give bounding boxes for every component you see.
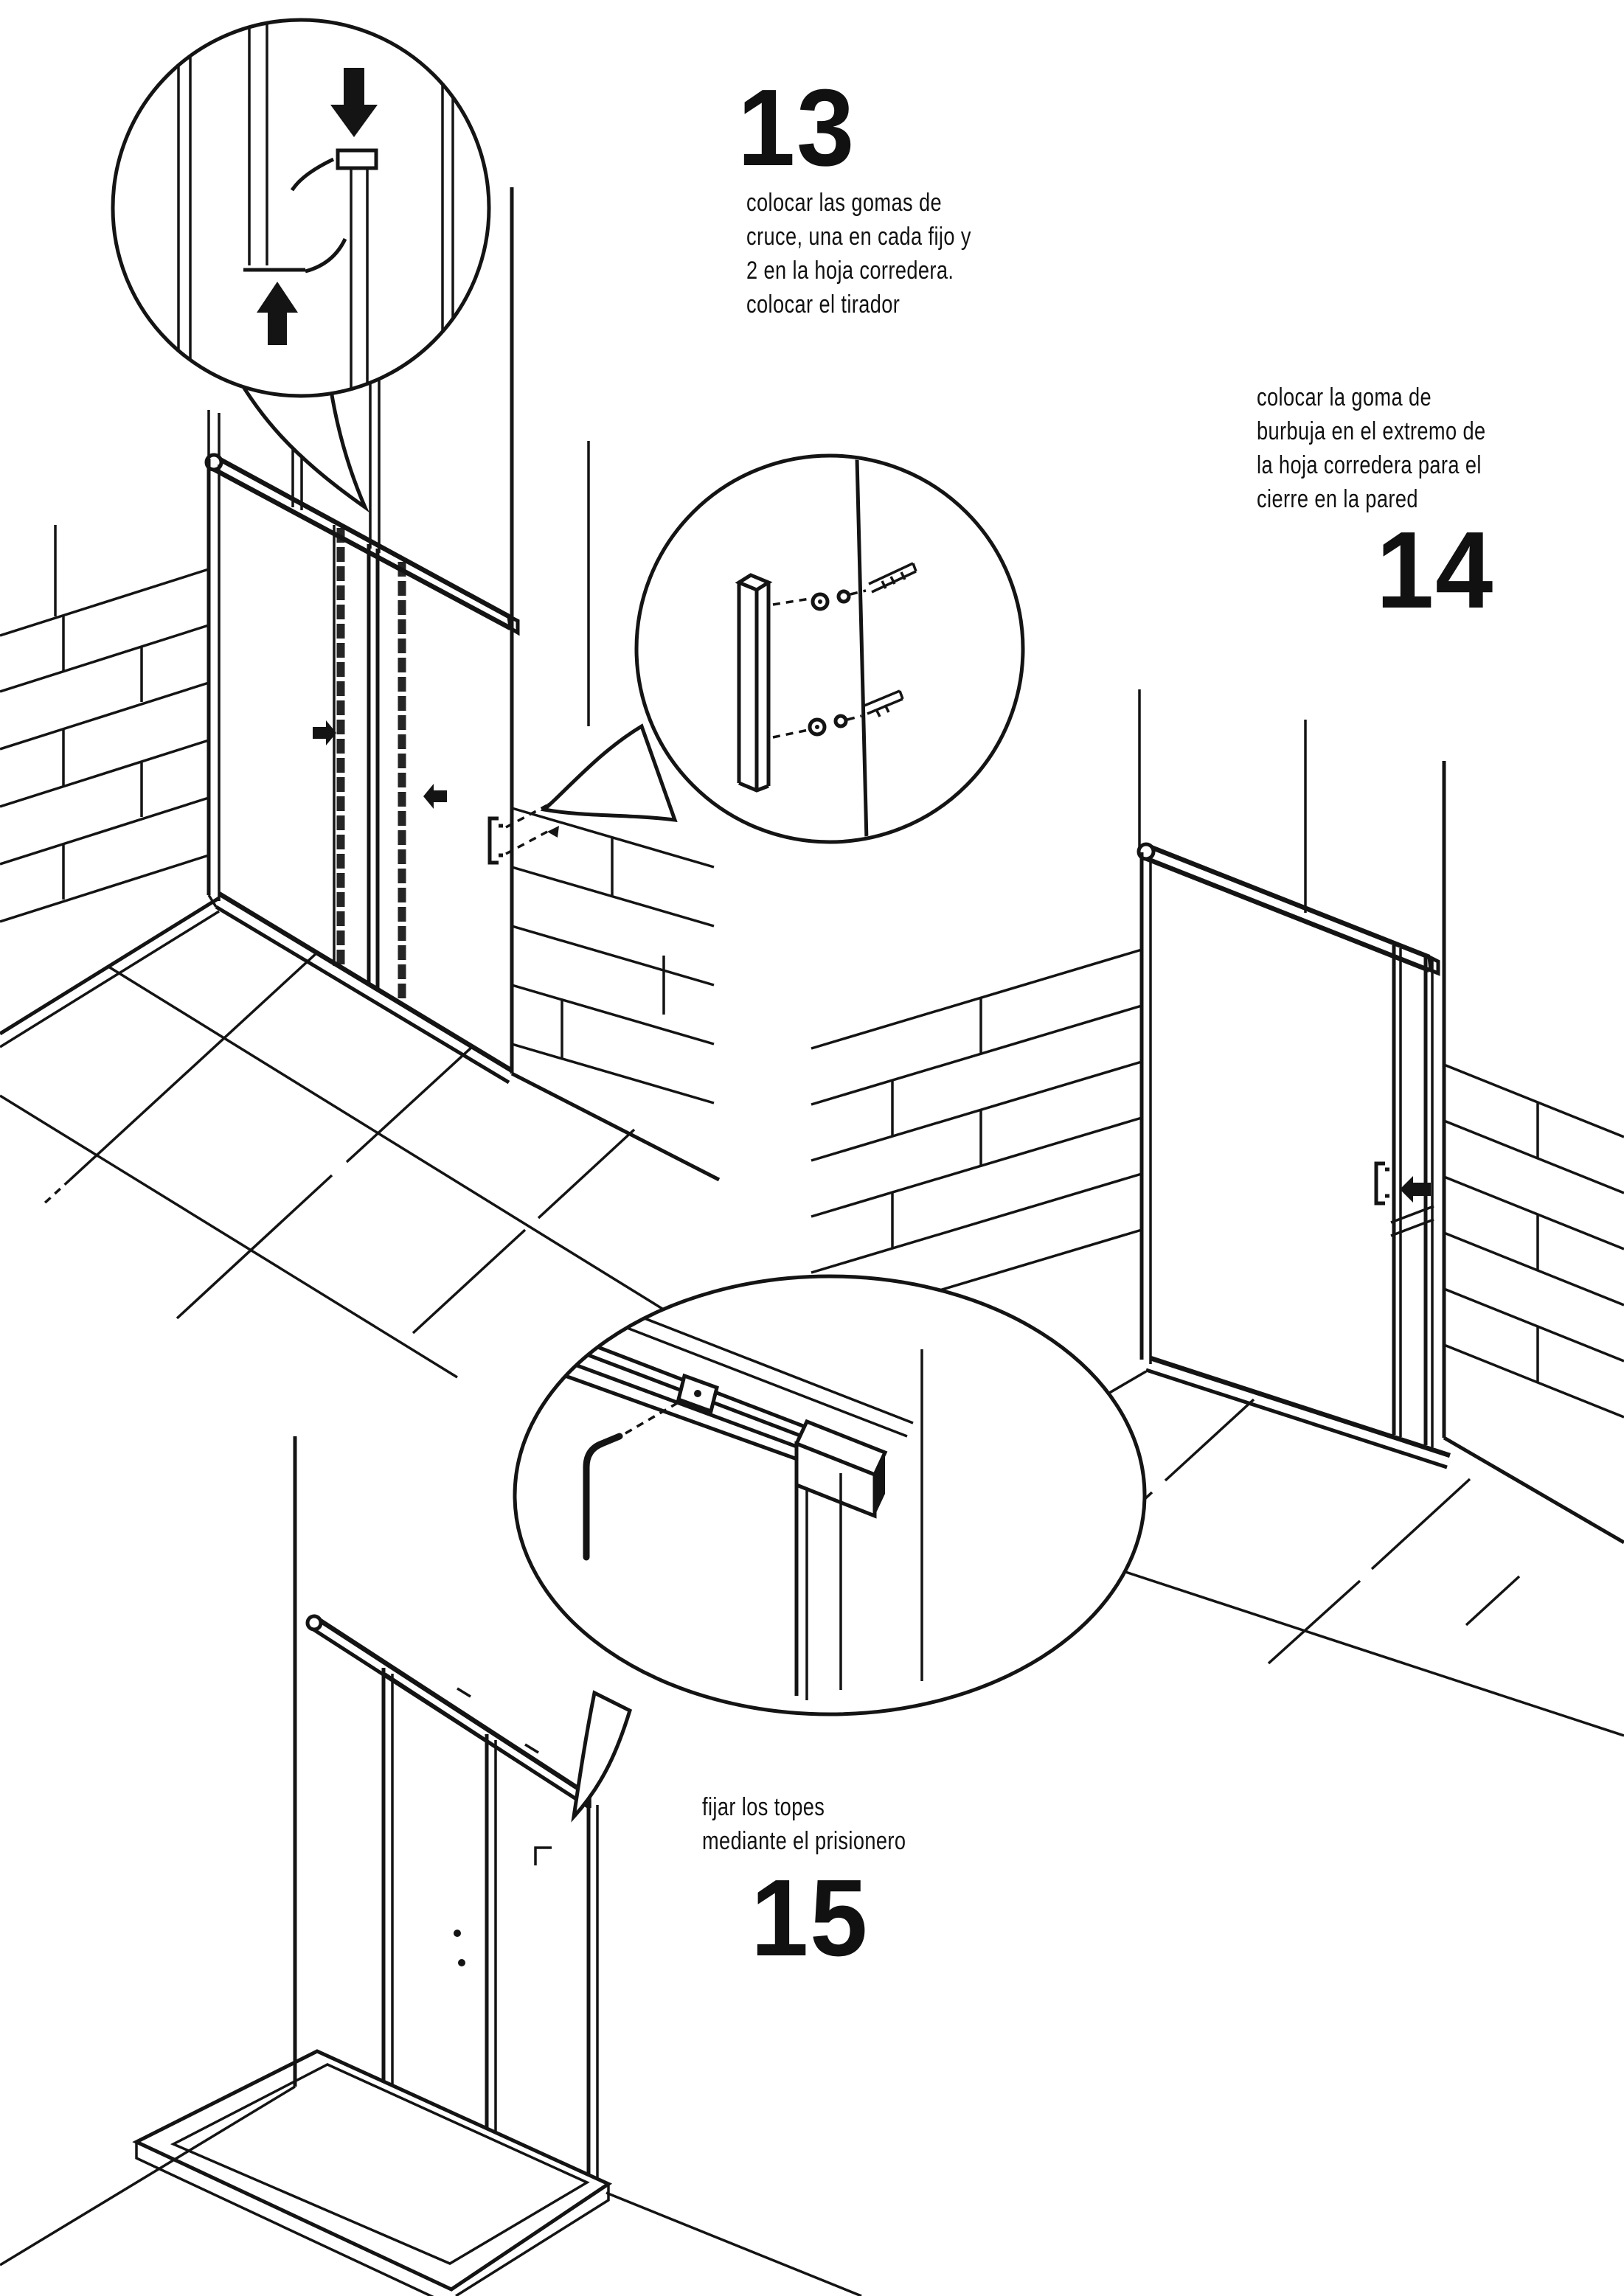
right-wall-tiles — [511, 807, 715, 1104]
step-13-number: 13 — [738, 67, 856, 189]
top-rail — [212, 453, 510, 619]
step-14-instructions: colocar la goma de burbuja en el extremo… — [1257, 383, 1486, 513]
figure-step15-door-and-tray — [0, 1436, 862, 2296]
bubble-rubber-mark — [1390, 1205, 1434, 1237]
right-arrow-icon — [313, 720, 336, 745]
figure-step14-door — [811, 689, 1624, 1737]
down-arrow-icon — [330, 68, 378, 137]
handle-hole — [454, 1930, 461, 1937]
left-wall-tiles — [811, 948, 1142, 1330]
door-handle — [487, 816, 503, 865]
cross-rubber-cap — [336, 148, 378, 170]
magnifier-handle-detail — [540, 453, 1025, 844]
callout-tail — [540, 723, 678, 822]
callout-circle — [111, 18, 491, 398]
sliding-door — [305, 1614, 599, 2180]
magnifier-step13-top-detail — [111, 18, 491, 513]
step-15-number: 15 — [751, 1857, 870, 1979]
sliding-door — [1137, 842, 1451, 1469]
callout-tail — [571, 1690, 633, 1823]
stopper-bracket — [534, 1846, 552, 1865]
shower-tray — [132, 2049, 613, 2296]
set-screw — [694, 1390, 701, 1397]
callout-circle — [513, 1274, 1147, 1716]
door-handle — [1374, 1161, 1389, 1206]
step-15-instructions: fijar los topes mediante el prisionero — [702, 1793, 906, 1855]
step-14-number: 14 — [1376, 509, 1495, 631]
left-arrow-icon — [423, 784, 447, 809]
floor-tiles — [0, 896, 721, 1379]
up-arrow-icon — [257, 282, 298, 345]
magnifier-stopper-detail — [513, 1274, 1147, 1823]
top-rail — [1144, 842, 1431, 960]
rail-end-cap — [305, 1614, 323, 1632]
right-wall-tiles — [1443, 1063, 1624, 1419]
cross-rubber-curve — [290, 157, 335, 192]
handle-hole — [458, 1959, 465, 1966]
rail-end-block — [794, 1419, 888, 1519]
left-arrow-icon — [1400, 1176, 1431, 1203]
bottom-rail — [218, 891, 513, 1073]
step-13-instructions: colocar las gomas de cruce, una en cada … — [746, 189, 971, 319]
callout-circle — [634, 453, 1025, 844]
cross-rubber-curve — [305, 237, 347, 274]
handle-screw-set — [772, 562, 917, 611]
bottom-rail — [1149, 1355, 1451, 1458]
sliding-door — [204, 453, 559, 1085]
figure-step13-door — [0, 187, 721, 1379]
allen-key-icon — [583, 1433, 623, 1561]
handle-bar — [735, 573, 773, 793]
left-wall-tiles — [0, 525, 209, 923]
top-rail — [312, 1614, 591, 1798]
glass-edge — [855, 458, 869, 840]
handle-screw-set — [772, 689, 904, 739]
